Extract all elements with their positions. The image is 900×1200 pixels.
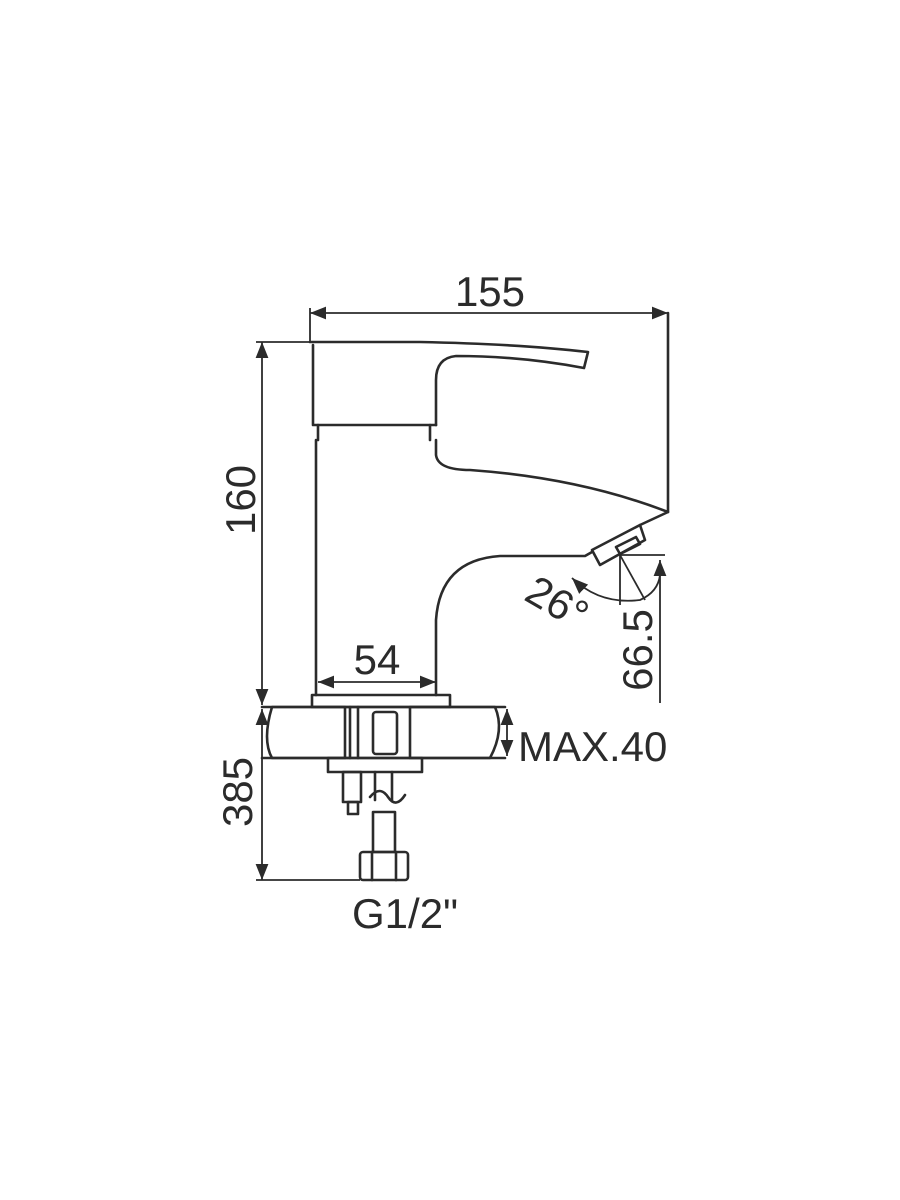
dim-max-thickness-label: MAX.40 xyxy=(518,723,667,770)
dim-hose-length-label: 385 xyxy=(214,757,261,827)
dim-height-label: 160 xyxy=(217,465,264,535)
dim-base-width-label: 54 xyxy=(354,636,401,683)
dimension-lines xyxy=(255,306,668,881)
dim-angle-label: 26° xyxy=(518,566,597,638)
thread-size-label: G1/2" xyxy=(352,890,458,937)
dim-length-label: 155 xyxy=(455,268,525,315)
supply-hose xyxy=(341,770,410,882)
countertop-section xyxy=(260,705,507,774)
dim-spout-height-label: 66.5 xyxy=(614,609,661,691)
